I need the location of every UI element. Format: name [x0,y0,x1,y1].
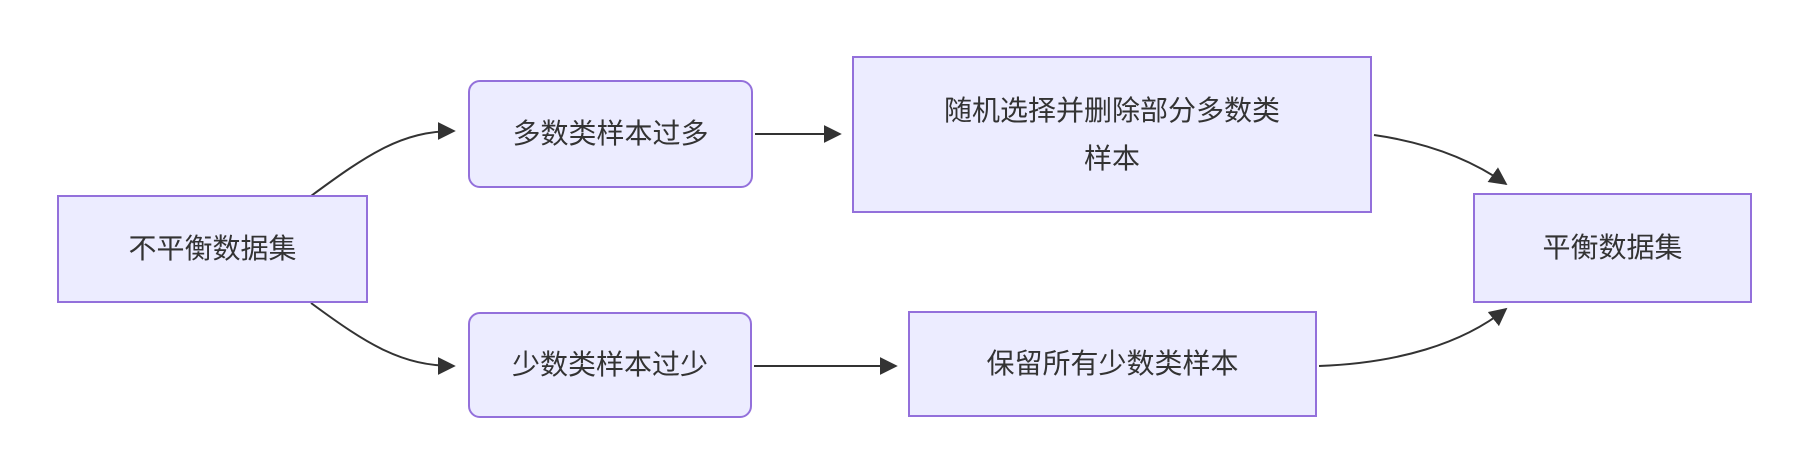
node-keep-all-minority: 保留所有少数类样本 [908,311,1317,417]
node-random-delete-majority: 随机选择并删除部分多数类 样本 [852,56,1372,213]
node-majority-too-many: 多数类样本过多 [468,80,753,188]
node-random-delete-majority-label: 随机选择并删除部分多数类 样本 [943,94,1280,174]
node-keep-all-minority-label: 保留所有少数类样本 [986,348,1239,379]
node-imbalanced-dataset-label: 不平衡数据集 [128,233,297,264]
node-balanced-dataset-label: 平衡数据集 [1542,232,1683,263]
edge-undersample-to-balanced [1373,134,1508,186]
edge-imbalanced-to-minority [310,302,456,375]
node-balanced-dataset: 平衡数据集 [1473,193,1752,303]
node-minority-too-few: 少数类样本过少 [468,312,752,418]
node-majority-too-many-label: 多数类样本过多 [512,118,709,149]
node-minority-too-few-label: 少数类样本过少 [511,349,708,380]
node-imbalanced-dataset: 不平衡数据集 [57,195,368,303]
edge-keepminority-to-balanced [1318,307,1508,367]
edge-imbalanced-to-majority [310,122,456,197]
